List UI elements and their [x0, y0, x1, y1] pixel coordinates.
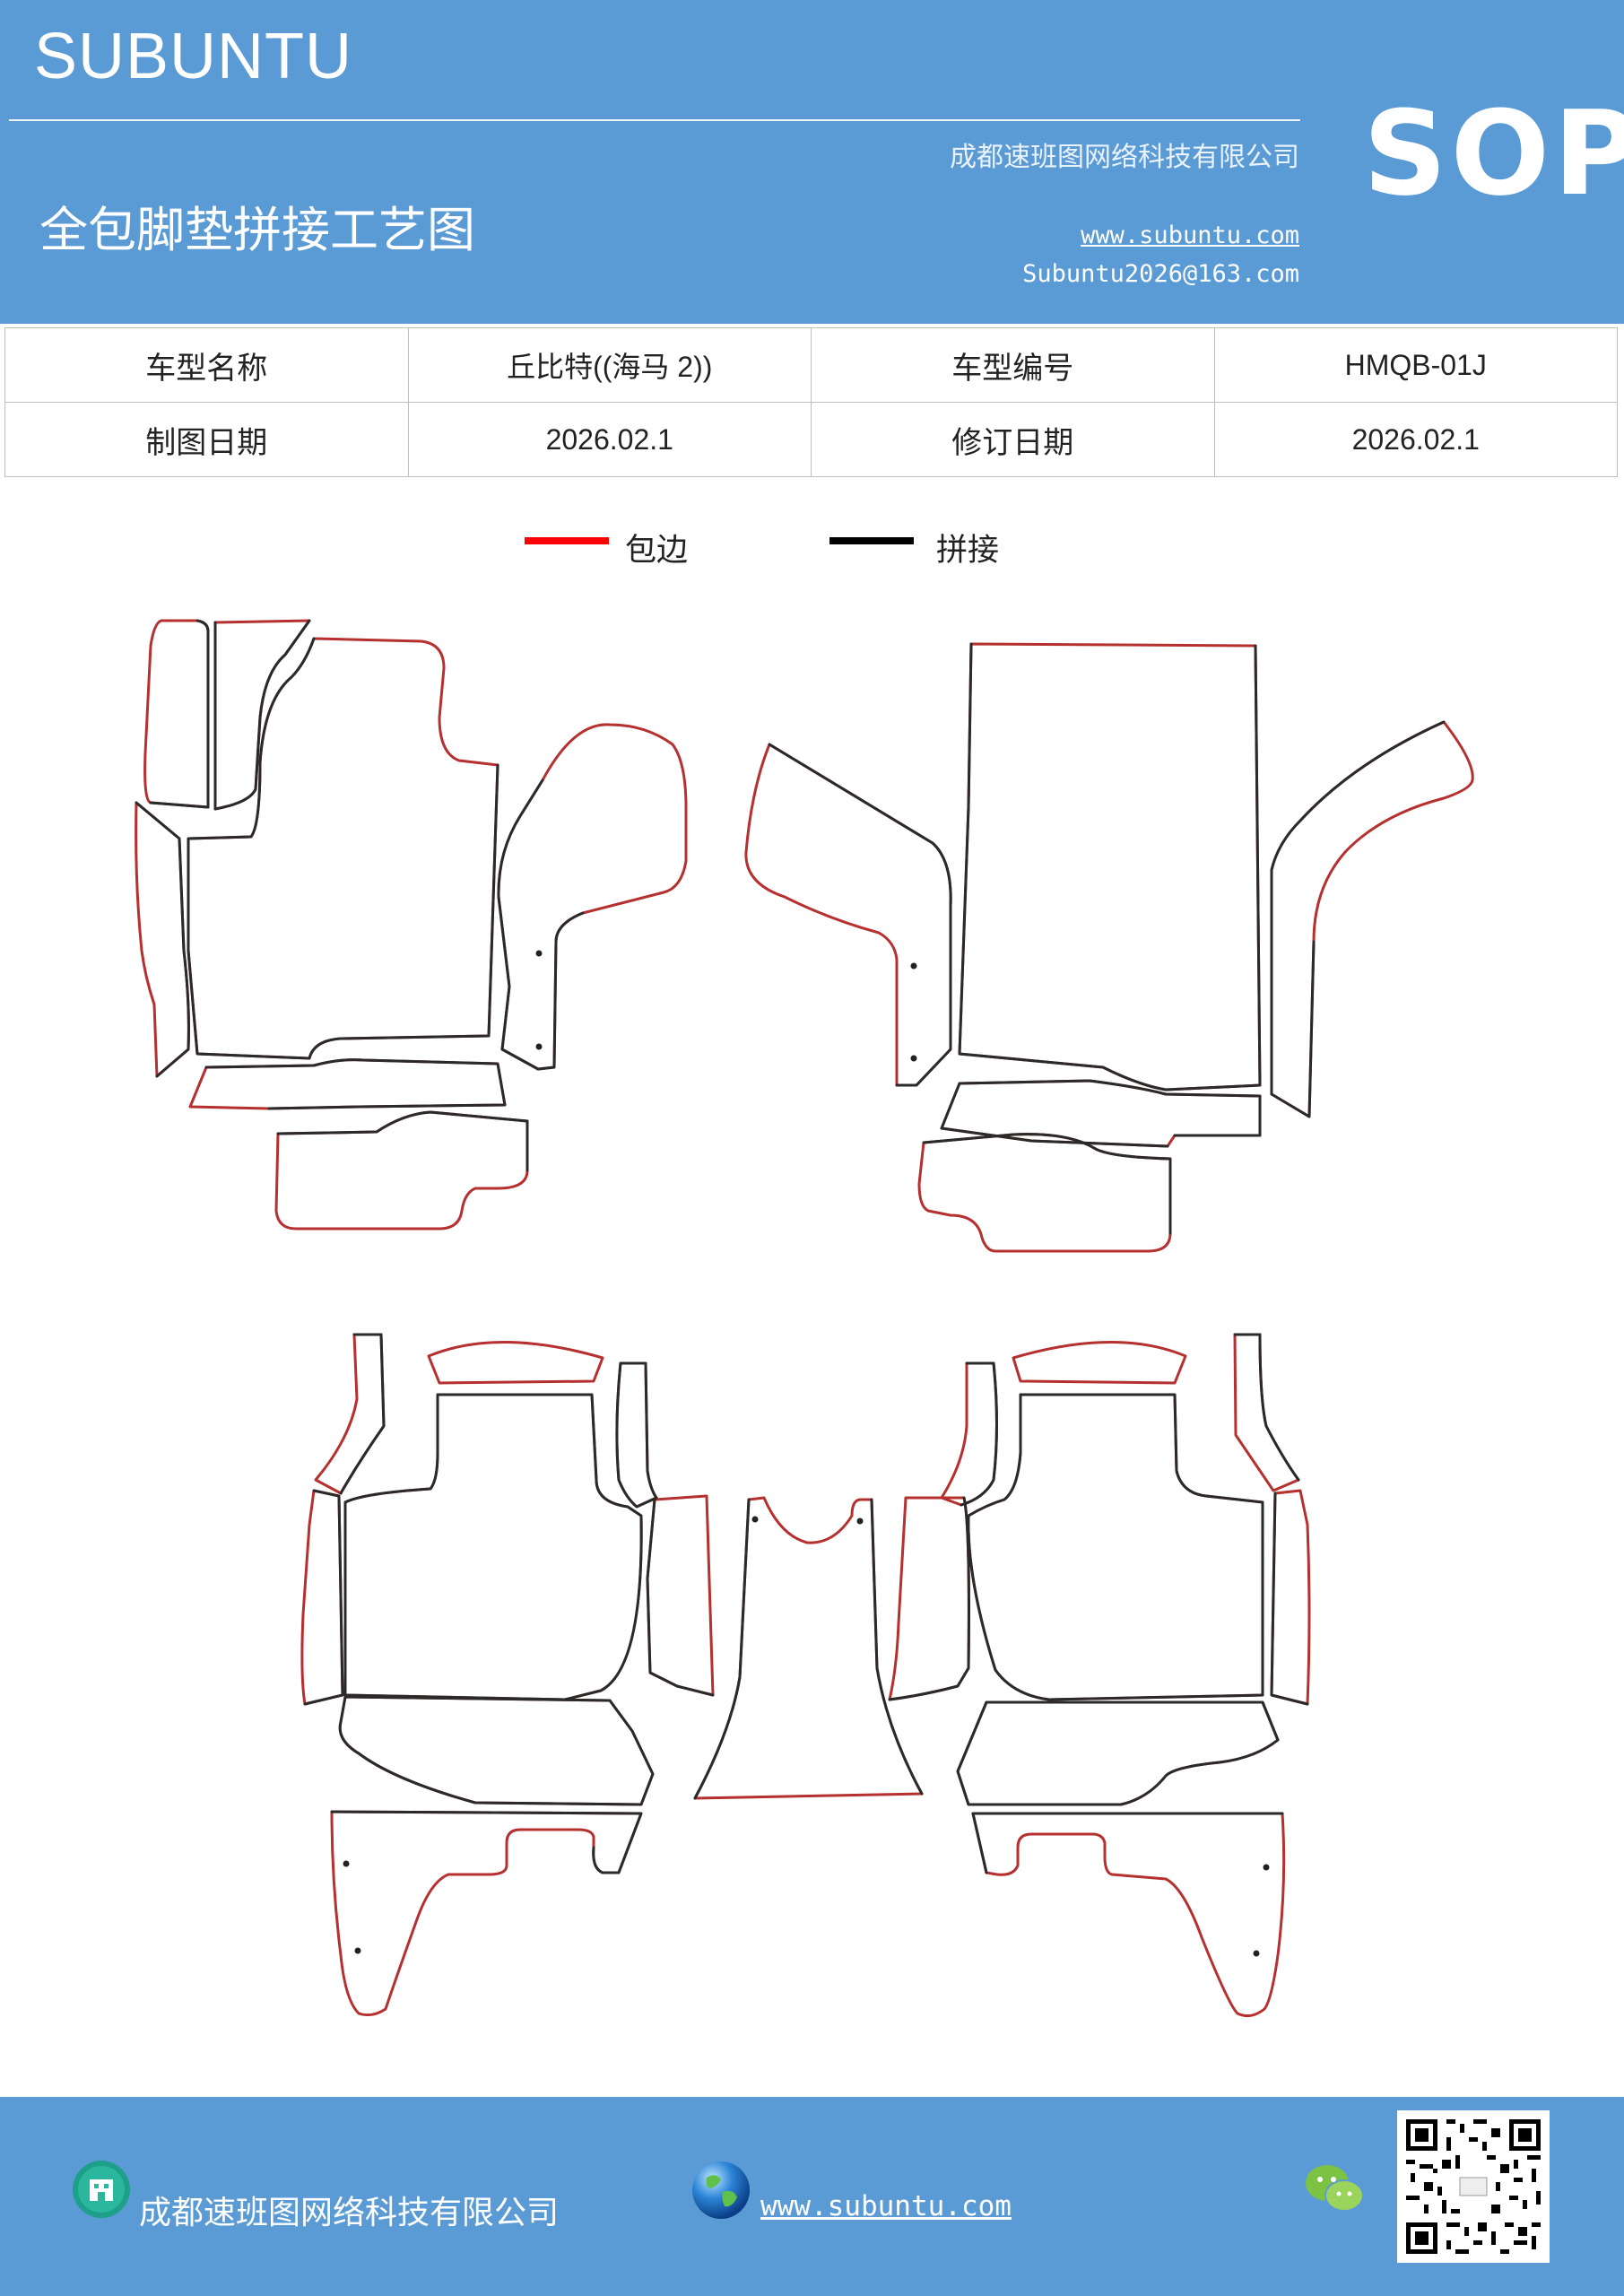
legend-seam-swatch: [829, 537, 914, 544]
seam-line: [213, 619, 311, 811]
mat-front-left-group: [135, 619, 688, 1231]
mat-piece: [187, 637, 499, 1060]
fastener-hole: [910, 1055, 917, 1062]
mat-piece: [967, 1393, 1264, 1701]
mat-piece: [300, 1489, 344, 1706]
legend-edge-swatch: [525, 537, 609, 544]
page-title: 全包脚垫拼接工艺图: [39, 202, 475, 258]
mat-piece: [427, 1341, 604, 1385]
mat-piece: [274, 1110, 529, 1231]
mat-piece: [497, 723, 688, 1071]
fastener-hole: [343, 1860, 350, 1867]
mat-piece: [314, 1333, 386, 1495]
seam-line: [339, 1333, 386, 1495]
seam-line: [338, 1695, 655, 1806]
seam-line: [1270, 1492, 1309, 1706]
header-banner: SUBUNTU 成都速班图网络科技有限公司 SOP 全包脚垫拼接工艺图 www.…: [0, 0, 1624, 324]
mat-piece: [958, 642, 1262, 1091]
sop-badge: SOP: [1363, 85, 1624, 222]
seam-line: [768, 743, 952, 1087]
seam-line: [276, 1110, 529, 1172]
mat-piece: [971, 1812, 1286, 2018]
fastener-hole: [910, 962, 917, 970]
mat-piece: [1012, 1341, 1187, 1385]
seam-line: [693, 1498, 924, 1800]
seam-line: [1270, 720, 1446, 1118]
fastener-hole: [856, 1518, 864, 1525]
seam-line: [940, 1079, 1262, 1148]
mat-piece: [917, 1133, 1172, 1253]
mat-piece: [888, 1496, 970, 1701]
seam-line: [204, 1058, 507, 1110]
fastener-hole: [751, 1516, 759, 1523]
header-email[interactable]: Subuntu2026@163.com: [1022, 260, 1299, 288]
fastener-hole: [1253, 1950, 1260, 1957]
legend-seam-label: 拼接: [936, 533, 1000, 569]
info-table: 车型名称 丘比特((海马 2)) 车型编号 HMQB-01J 制图日期 2026…: [4, 327, 1618, 477]
seam-line: [149, 619, 210, 809]
seam-line: [343, 1393, 643, 1701]
model-code-label: 车型编号: [811, 327, 1215, 403]
mat-front-right-group: [744, 642, 1474, 1253]
seam-line: [330, 1810, 643, 1874]
seam-line: [646, 1498, 715, 1697]
legend: 包边 拼接: [0, 525, 1624, 578]
seam-line: [958, 642, 1262, 1091]
qr-code-pattern: [1397, 2110, 1550, 2263]
model-name-value: 丘比特((海马 2)): [407, 327, 812, 403]
fastener-hole: [535, 950, 543, 957]
seam-line: [888, 1496, 970, 1701]
seam-line: [971, 1812, 1284, 1874]
draw-date-value: 2026.02.1: [407, 402, 812, 477]
table-row: 车型名称 丘比特((海马 2)) 车型编号 HMQB-01J: [4, 327, 1618, 403]
wechat-icon[interactable]: [1305, 2161, 1364, 2215]
globe-icon: [692, 2161, 750, 2219]
seam-line: [615, 1361, 658, 1509]
footer-company: 成都速班图网络科技有限公司: [139, 2195, 560, 2231]
seam-line: [967, 1393, 1264, 1701]
header-divider: [9, 119, 1300, 121]
fastener-hole: [354, 1947, 361, 1954]
legend-edge-label: 包边: [625, 533, 689, 569]
model-code-value: HMQB-01J: [1213, 327, 1618, 403]
mat-piece: [744, 743, 952, 1087]
fastener-hole: [535, 1043, 543, 1050]
revise-date-value: 2026.02.1: [1213, 402, 1618, 477]
mat-rear-left-group: [300, 1333, 924, 2017]
table-row: 制图日期 2026.02.1 修订日期 2026.02.1: [4, 402, 1618, 477]
mat-piece: [143, 619, 210, 809]
mat-piece: [213, 619, 311, 811]
footer-website-link[interactable]: www.subuntu.com: [760, 2190, 1012, 2222]
mat-piece: [693, 1496, 924, 1800]
draw-date-label: 制图日期: [4, 402, 409, 477]
header-company: 成都速班图网络科技有限公司: [950, 142, 1299, 173]
mat-piece: [1270, 720, 1474, 1118]
seam-line: [960, 1361, 998, 1507]
qr-code[interactable]: [1397, 2110, 1550, 2263]
mat-piece: [1270, 1489, 1311, 1706]
mat-piece: [343, 1393, 643, 1701]
footer-banner: 成都速班图网络科技有限公司 www.subuntu.com: [0, 2097, 1624, 2296]
seam-line: [956, 1700, 1280, 1806]
model-name-label: 车型名称: [4, 327, 409, 403]
mat-piece: [940, 1361, 998, 1507]
fastener-hole: [1263, 1864, 1270, 1871]
seam-line: [135, 801, 190, 1078]
seam-line: [922, 1133, 1172, 1235]
mat-piece: [956, 1700, 1280, 1806]
mat-piece: [646, 1494, 715, 1697]
revise-date-label: 修订日期: [811, 402, 1215, 477]
seam-line: [303, 1489, 344, 1706]
building-icon: [73, 2161, 130, 2218]
seam-line: [187, 637, 499, 1060]
seam-line: [1233, 1333, 1300, 1482]
mat-piece: [338, 1695, 655, 1806]
floor-mat-diagram: [135, 619, 1474, 2018]
mat-rear-right-group: [888, 1333, 1311, 2018]
brand-name: SUBUNTU: [34, 21, 353, 92]
header-website-link[interactable]: www.subuntu.com: [1081, 222, 1299, 249]
mat-piece: [330, 1810, 643, 2017]
seam-line: [497, 778, 585, 1071]
